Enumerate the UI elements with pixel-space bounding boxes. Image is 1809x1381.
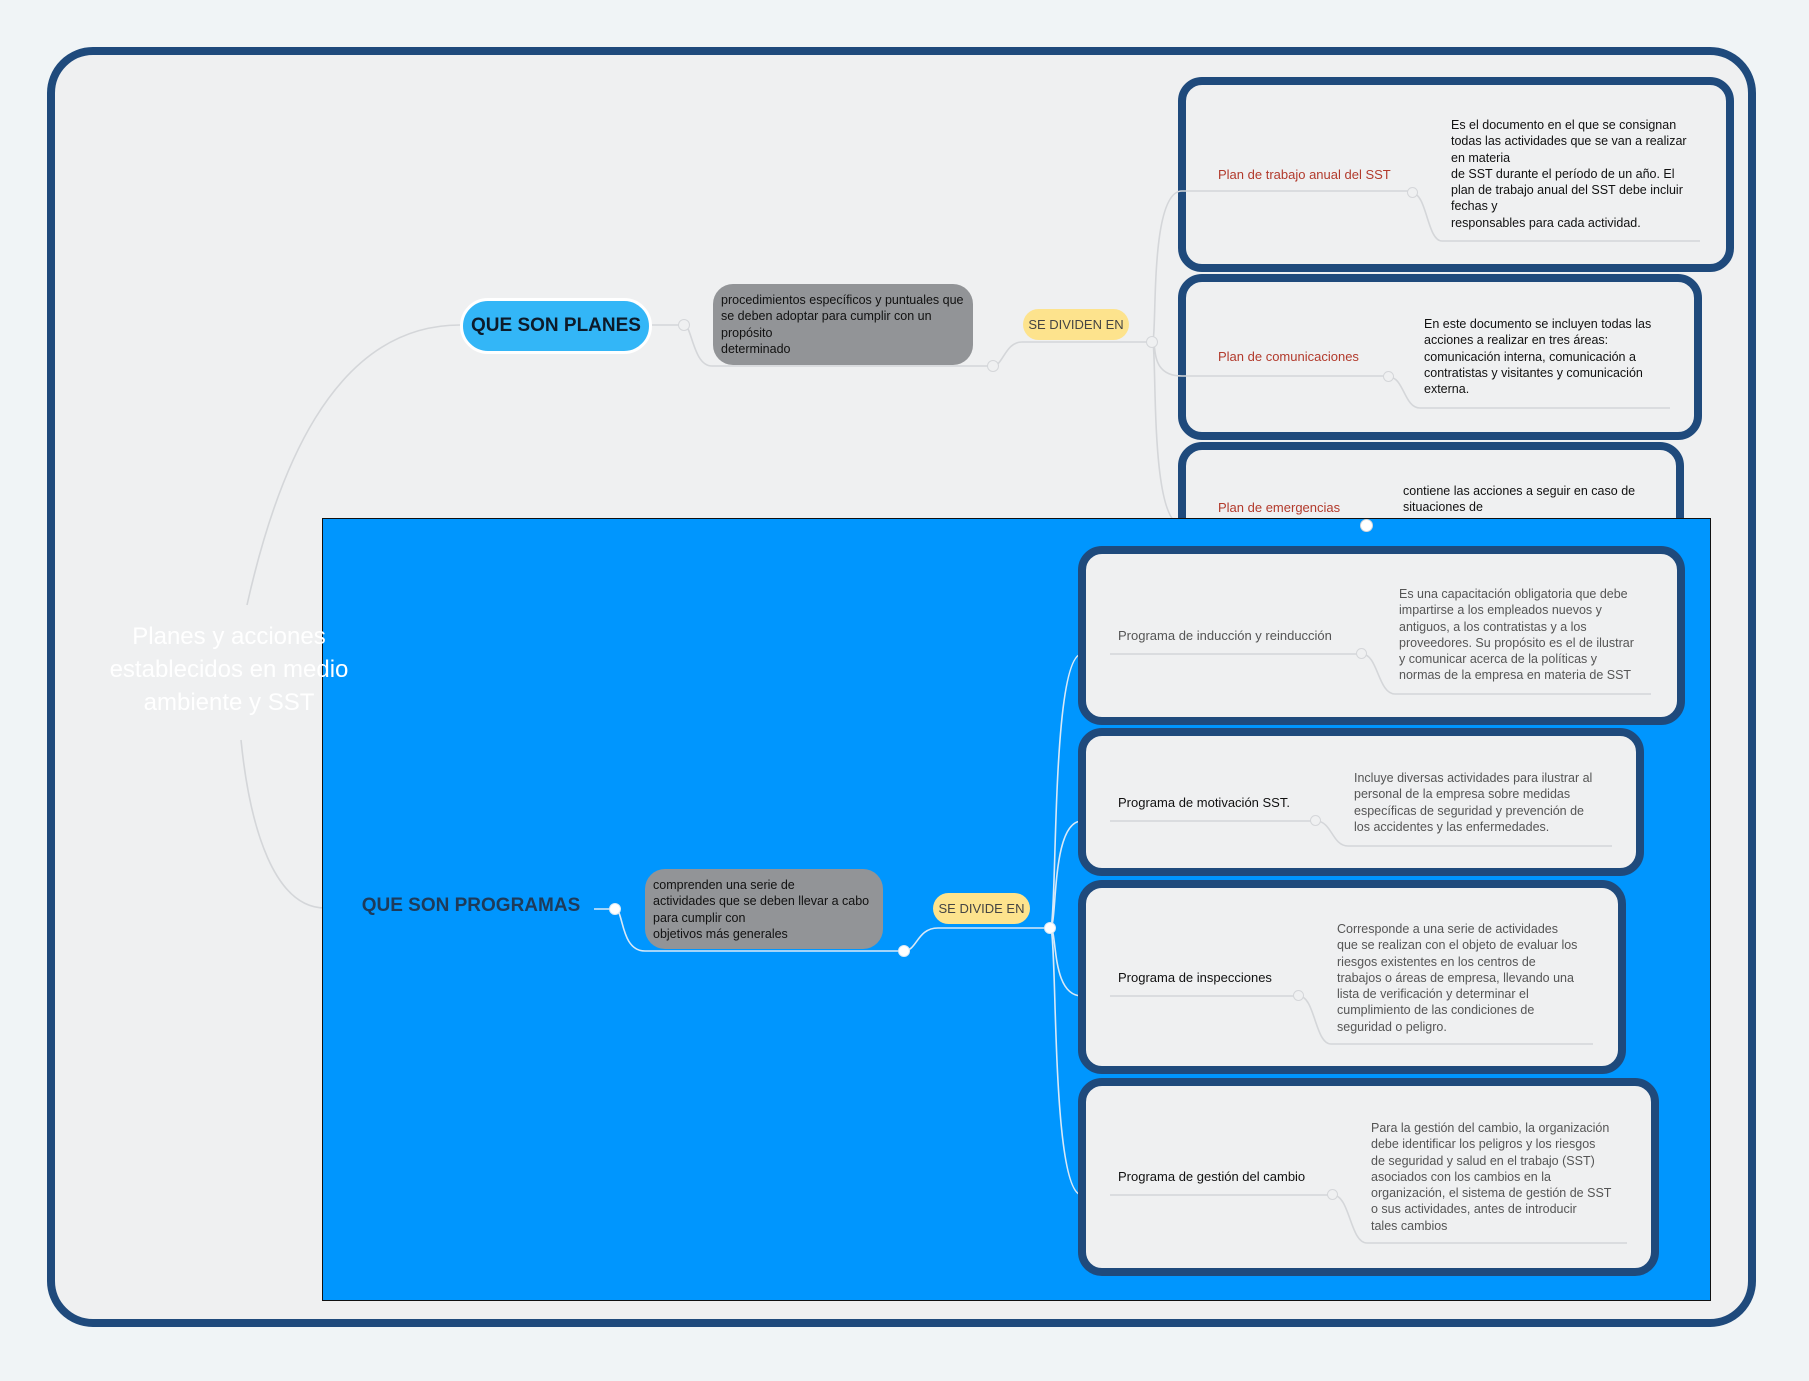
- plan-card-trabajo-anual[interactable]: [1178, 77, 1734, 272]
- root-topic[interactable]: Planes y acciones establecidos en medio …: [109, 623, 349, 716]
- programa-description-motivacion: Incluye diversas actividades para ilustr…: [1354, 771, 1593, 834]
- programa-card-motivacion[interactable]: [1078, 728, 1644, 876]
- programa-label-gestion-cambio: Programa de gestión del cambio: [1118, 1169, 1306, 1184]
- programa-gestion-node-dot[interactable]: [1327, 1189, 1338, 1200]
- programa-label-inspecciones: Programa de inspecciones: [1118, 970, 1272, 985]
- planes-topic[interactable]: QUE SON PLANES: [460, 298, 652, 354]
- programa-card-induccion[interactable]: [1078, 546, 1685, 725]
- plan-label-emergencias: Plan de emergencias: [1218, 500, 1341, 515]
- planes-connector-node-dot[interactable]: [1146, 336, 1158, 348]
- programa-inspecciones-node-dot[interactable]: [1293, 990, 1304, 1001]
- plan-description-trabajo-anual: Es el documento en el que se consignan t…: [1451, 118, 1687, 230]
- programas-definition[interactable]: comprenden una serie de actividades que …: [645, 869, 883, 949]
- programa-card-inspecciones[interactable]: [1078, 880, 1626, 1074]
- planes-definition-node-dot[interactable]: [987, 360, 999, 372]
- programa-description-gestion-cambio: Para la gestión del cambio, la organizac…: [1371, 1121, 1612, 1233]
- plan-trabajo-node-dot[interactable]: [1407, 187, 1418, 198]
- programas-node-dot[interactable]: [609, 903, 621, 915]
- plan-description-comunicaciones: En este documento se incluyen todas las …: [1424, 317, 1652, 397]
- programa-induccion-node-dot[interactable]: [1356, 648, 1367, 659]
- plan-label-comunicaciones: Plan de comunicaciones: [1218, 349, 1359, 364]
- programas-connector-tag[interactable]: SE DIVIDE EN: [933, 893, 1030, 924]
- planes-connector-tag[interactable]: SE DIVIDEN EN: [1023, 309, 1129, 340]
- programas-definition-node-dot[interactable]: [898, 945, 910, 957]
- programa-description-inspecciones: Corresponde a una serie de actividades q…: [1337, 922, 1578, 1034]
- programas-topic[interactable]: QUE SON PROGRAMAS: [361, 895, 581, 916]
- programa-description-induccion: Es una capacitación obligatoria que debe…: [1399, 587, 1634, 683]
- planes-node-dot[interactable]: [678, 319, 690, 331]
- programas-connector-node-dot[interactable]: [1044, 922, 1056, 934]
- plan-label-trabajo-anual: Plan de trabajo anual del SST: [1218, 167, 1391, 182]
- programa-label-motivacion: Programa de motivación SST.: [1118, 795, 1290, 810]
- programa-label-induccion: Programa de inducción y reinducción: [1118, 628, 1332, 643]
- programa-motivacion-node-dot[interactable]: [1310, 815, 1321, 826]
- plan-card-comunicaciones[interactable]: [1178, 274, 1702, 440]
- plan-emergencias-node-dot[interactable]: [1360, 519, 1373, 532]
- plan-comunicaciones-node-dot[interactable]: [1383, 371, 1394, 382]
- planes-definition[interactable]: procedimientos específicos y puntuales q…: [713, 284, 973, 365]
